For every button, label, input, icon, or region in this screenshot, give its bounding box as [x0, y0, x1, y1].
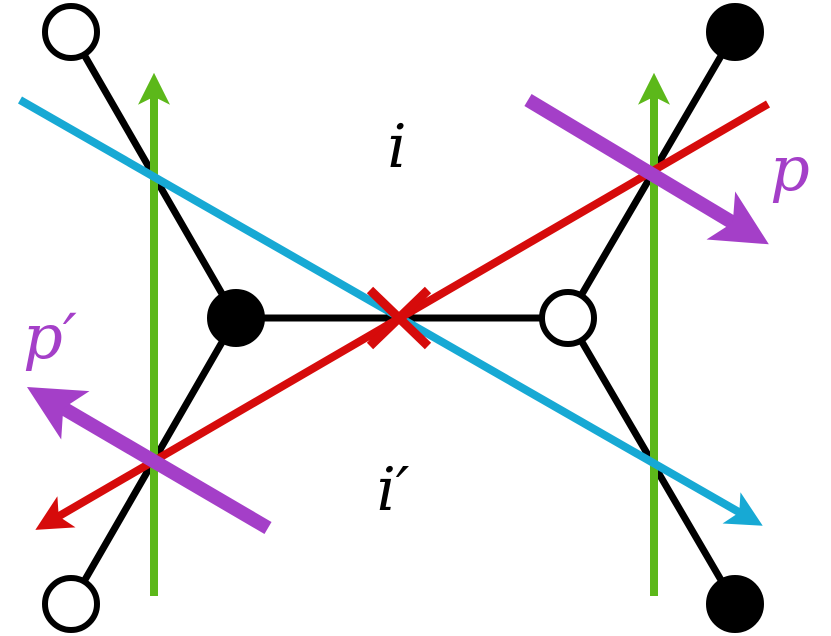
vertex-white-center-right	[539, 289, 597, 347]
purple-arrow-left	[26, 387, 272, 535]
label-lower-face: i′	[377, 455, 410, 525]
purple-arrow-right	[524, 93, 769, 245]
vertex-black-bottom-right	[706, 575, 764, 633]
vertex-white-bottom-left	[42, 575, 100, 633]
label-upper-face: i	[387, 112, 406, 182]
vertex-black-top-right	[706, 3, 764, 61]
red-cross-mark	[366, 286, 432, 350]
label-p-prime: p′	[23, 300, 77, 373]
vertex-black-center-left	[207, 289, 265, 347]
label-p: p	[770, 132, 810, 205]
vertex-white-top-left	[42, 3, 100, 61]
vertices	[42, 3, 764, 633]
